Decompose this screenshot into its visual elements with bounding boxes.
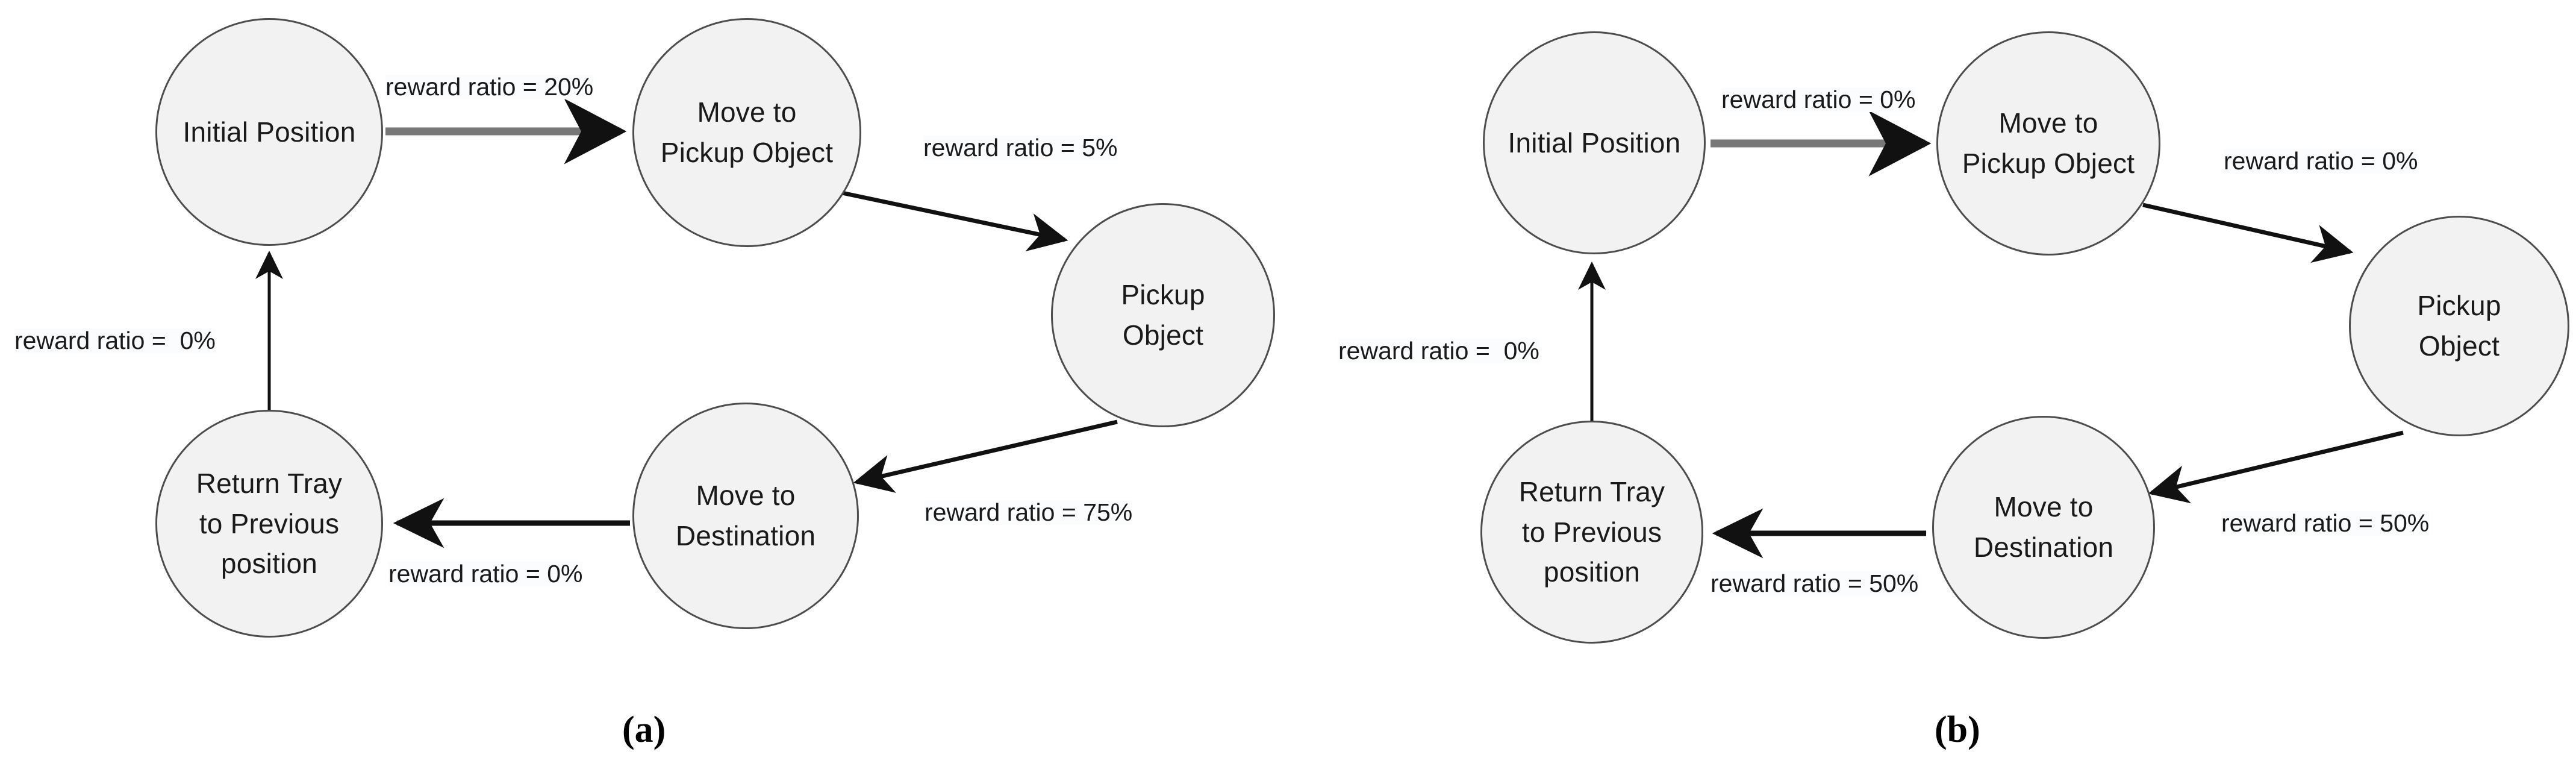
edge-label-return-to-initial: reward ratio = 0%	[14, 327, 216, 354]
node-label: Move to Destination	[675, 480, 816, 551]
node-initial-position[interactable]: Initial Position	[1483, 31, 1706, 254]
node-return-tray[interactable]: Return Tray to Previous position	[155, 410, 383, 638]
edge-label-initial-to-move-pickup: reward ratio = 20%	[385, 73, 594, 101]
node-pickup-object[interactable]: Pickup Object	[2349, 216, 2569, 436]
edge-line-move-pickup-to-pickup	[2142, 202, 2354, 263]
edge-label-return-to-initial: reward ratio = 0%	[1338, 337, 1539, 365]
node-pickup-object[interactable]: Pickup Object	[1051, 203, 1275, 427]
edge-line-pickup-to-move-destination	[853, 419, 1118, 493]
node-move-to-destination[interactable]: Move to Destination	[632, 403, 859, 629]
edge-label-pickup-to-move-destination: reward ratio = 50%	[2221, 509, 2430, 537]
edge-label-move-pickup-to-pickup: reward ratio = 0%	[2224, 147, 2418, 175]
edge-line-move-pickup-to-pickup	[841, 190, 1068, 252]
node-label: Move to Pickup Object	[1962, 107, 2135, 179]
edge-label-initial-to-move-pickup: reward ratio = 0%	[1721, 86, 1916, 113]
node-initial-position[interactable]: Initial Position	[155, 18, 383, 246]
node-move-to-destination[interactable]: Move to Destination	[1932, 416, 2155, 639]
node-move-to-pickup[interactable]: Move to Pickup Object	[632, 18, 861, 247]
node-label: Move to Destination	[1973, 491, 2114, 563]
panel-caption-a: (a)	[622, 709, 666, 750]
node-move-to-pickup[interactable]: Move to Pickup Object	[1936, 31, 2160, 256]
diagram-panel-b: Initial Position Move to Pickup Object P…	[1289, 0, 2576, 781]
edge-label-move-destination-to-return: reward ratio = 50%	[1711, 569, 1919, 597]
node-label: Return Tray to Previous position	[1518, 475, 1665, 588]
node-label: Initial Position	[1508, 127, 1681, 158]
diagram-panel-a: Initial Position Move to Pickup Object P…	[14, 18, 1275, 750]
panel-caption-b: (b)	[1935, 709, 1980, 750]
node-label: Move to Pickup Object	[660, 96, 834, 168]
edge-label-pickup-to-move-destination: reward ratio = 75%	[925, 498, 1133, 526]
panel-a-edges	[255, 98, 1118, 548]
node-label: Initial Position	[182, 116, 356, 148]
node-label: Pickup Object	[1121, 279, 1205, 351]
node-return-tray[interactable]: Return Tray to Previous position	[1480, 421, 1703, 644]
edge-line-pickup-to-move-destination	[2148, 430, 2404, 504]
node-label: Pickup Object	[2417, 290, 2501, 362]
node-label: Return Tray to Previous position	[196, 467, 343, 580]
edge-label-move-destination-to-return: reward ratio = 0%	[388, 560, 583, 588]
edge-label-move-pickup-to-pickup: reward ratio = 5%	[923, 134, 1118, 162]
panel-b-edges	[1578, 110, 2404, 559]
